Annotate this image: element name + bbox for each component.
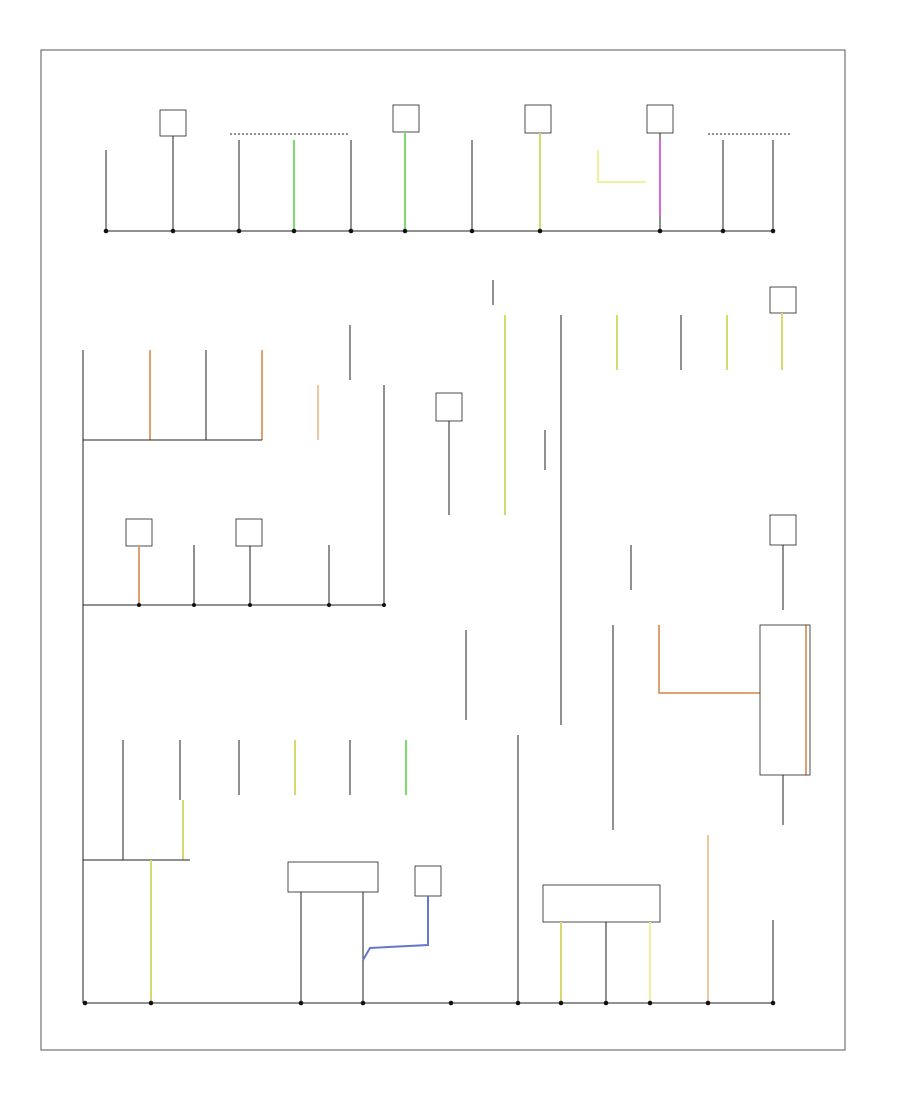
module-box [287,861,379,893]
component-box [414,865,442,897]
component-box [159,109,187,137]
component-box [235,518,263,547]
component-box [646,104,674,134]
component-box [392,104,420,133]
component-box [769,286,797,314]
row2-components [82,280,797,1003]
row4-components [83,740,407,861]
component-box [125,518,153,547]
right-cluster [658,624,811,1003]
splice-box [759,624,811,776]
module-box [542,884,661,923]
row3-components [125,380,797,1003]
diagram-frame [40,49,846,1051]
component-box [524,104,552,134]
bottom-row-components [82,860,776,1006]
row1-components [103,104,790,234]
component-box [435,392,463,422]
component-box [769,514,797,546]
